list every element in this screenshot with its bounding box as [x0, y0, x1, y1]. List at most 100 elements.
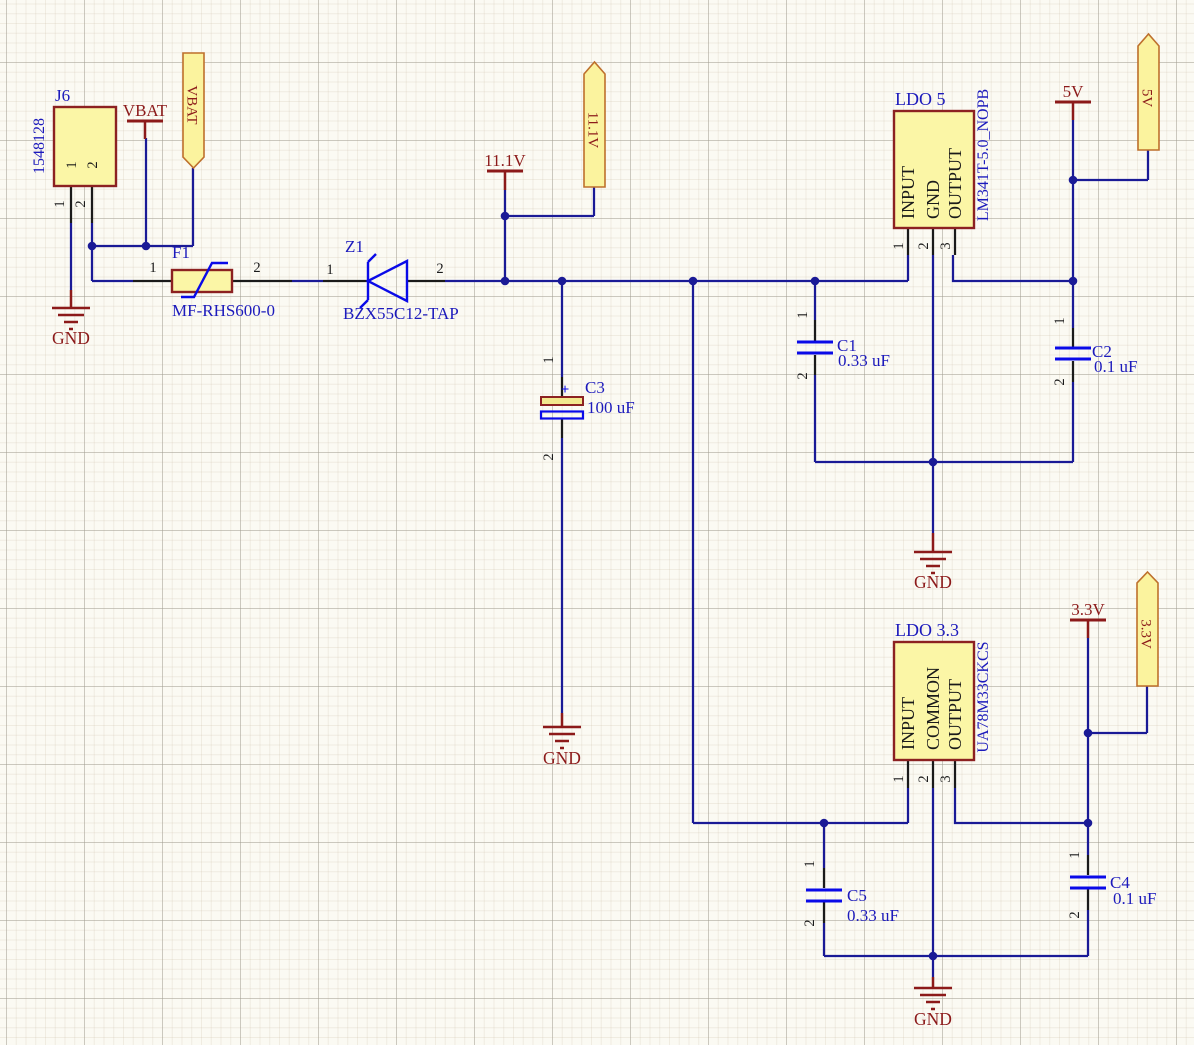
power-flag-vbat[interactable]: VBAT: [182, 52, 205, 170]
z1-designator: Z1: [345, 237, 364, 256]
z1-pin1-label: 1: [326, 262, 333, 278]
ldo5-pin-input: INPUT: [898, 166, 918, 219]
ldo33-pin-output: OUTPUT: [945, 679, 965, 750]
f1-designator: F1: [172, 243, 190, 262]
capacitor-c4[interactable]: C4 0.1 uF 1 2: [1067, 851, 1156, 918]
c4-pin2-label: 2: [1067, 911, 1083, 918]
gnd-c3-label: GND: [543, 748, 581, 768]
c5-plates: [806, 888, 842, 903]
c3-pin1-label: 1: [541, 356, 557, 363]
power-port-stubs: [69, 102, 1090, 988]
ldo5-pin-output: OUTPUT: [945, 148, 965, 219]
gnd-j6-label: GND: [52, 328, 90, 348]
capacitor-c3[interactable]: + C3 100 uF 1 2: [539, 356, 635, 461]
vbat-flag-shape: [182, 52, 205, 170]
v3v3-flag-shape: [1136, 570, 1159, 687]
c3-designator: C3: [585, 378, 605, 397]
wire-gnd-net[interactable]: [69, 223, 1090, 977]
power-flag-11v1[interactable]: 11.1V: [583, 60, 606, 188]
ldo33-pin2-label: 2: [916, 775, 932, 782]
fuse-f1[interactable]: F1 MF-RHS600-0 1 2: [149, 243, 275, 320]
pin-stubs: [69, 186, 1090, 923]
power-port-vbat[interactable]: VBAT: [123, 101, 168, 123]
j6-pad2-label: 2: [73, 200, 89, 207]
gnd-ldo5-label: GND: [914, 572, 952, 592]
c1-pin1-label: 1: [795, 311, 811, 318]
wire-3v3-net[interactable]: [953, 638, 1149, 855]
j6-pad1-label: 1: [52, 200, 68, 207]
ldo5-pin-gnd: GND: [923, 180, 943, 219]
f1-thermistor-strike: [181, 261, 228, 299]
c4-plates: [1070, 875, 1106, 890]
c5-designator: C5: [847, 886, 867, 905]
regulator-ldo5[interactable]: LDO 5 LM341T-5.0_NOPB INPUT GND OUTPUT 1…: [891, 89, 992, 250]
power-flag-3v3[interactable]: 3.3V: [1136, 570, 1159, 687]
ldo5-body[interactable]: [892, 109, 976, 230]
power-port-11v1[interactable]: 11.1V: [484, 151, 526, 173]
gnd-c3-bars: [543, 725, 581, 750]
c5-pin1-label: 1: [802, 860, 818, 867]
c4-designator: C4: [1110, 873, 1130, 892]
gnd-j6-bars: [52, 306, 90, 331]
c5-value: 0.33 uF: [847, 906, 899, 925]
wire-11v1-net[interactable]: [445, 187, 910, 868]
ldo5-pin1-label: 1: [891, 242, 907, 249]
power-flag-5v[interactable]: 5V: [1137, 32, 1160, 151]
ldo33-part-number: UA78M33CKCS: [975, 641, 992, 752]
c3-pin2-label: 2: [541, 453, 557, 460]
v11-flag-label: 11.1V: [585, 112, 601, 149]
c2-pin1-label: 1: [1052, 317, 1068, 324]
gnd-symbol-c3[interactable]: GND: [543, 725, 581, 768]
z1-part-number: BZX55C12-TAP: [343, 304, 459, 323]
ldo33-pin1-label: 1: [891, 775, 907, 782]
c3-plus-sign: +: [561, 382, 570, 398]
c3-positive-plate: [540, 396, 584, 406]
f1-pin1-label: 1: [149, 260, 156, 276]
gnd-symbol-ldo33[interactable]: GND: [914, 986, 952, 1029]
ldo33-pin-input: INPUT: [898, 697, 918, 750]
ldo5-designator: LDO 5: [895, 89, 946, 109]
j6-body[interactable]: [52, 105, 118, 188]
diode-z1[interactable]: Z1 BZX55C12-TAP 1 2: [326, 237, 458, 323]
capacitor-c5[interactable]: C5 0.33 uF 1 2: [802, 860, 899, 926]
connector-j6[interactable]: J6 1548128 1 2 1 2: [31, 86, 118, 208]
capacitor-c2[interactable]: C2 0.1 uF 1 2: [1052, 317, 1137, 385]
v5-flag-label: 5V: [1139, 89, 1155, 108]
gnd-ldo5-bars: [914, 550, 952, 575]
j6-part-number: 1548128: [31, 118, 48, 174]
v5-flag-shape: [1137, 32, 1160, 151]
c1-value: 0.33 uF: [838, 351, 890, 370]
wire-5v-net[interactable]: [951, 120, 1150, 328]
f1-pin2-label: 2: [253, 260, 260, 276]
power-port-5v[interactable]: 5V: [1055, 82, 1091, 104]
c1-plates: [797, 340, 833, 355]
c2-pin2-label: 2: [1052, 378, 1068, 385]
f1-part-number: MF-RHS600-0: [172, 301, 275, 320]
vbat-bar-label: VBAT: [123, 101, 168, 120]
c4-value: 0.1 uF: [1113, 889, 1156, 908]
ldo33-body[interactable]: [892, 640, 976, 762]
ldo33-designator: LDO 3.3: [895, 620, 959, 640]
c4-pin1-label: 1: [1067, 851, 1083, 858]
j6-pin1-name: 1: [64, 161, 80, 168]
v5-bar-label: 5V: [1063, 82, 1085, 101]
gnd-symbol-j6[interactable]: GND: [52, 306, 90, 348]
v3v3-bar-label: 3.3V: [1071, 600, 1105, 619]
gnd-symbol-ldo5[interactable]: GND: [914, 550, 952, 592]
regulator-ldo33[interactable]: LDO 3.3 UA78M33CKCS INPUT COMMON OUTPUT …: [891, 620, 992, 783]
z1-pin2-label: 2: [436, 261, 443, 277]
capacitor-c1[interactable]: C1 0.33 uF 1 2: [795, 311, 890, 379]
ldo33-pin-common: COMMON: [923, 667, 943, 750]
ldo33-pin3-label: 3: [938, 775, 954, 782]
gnd-ldo33-label: GND: [914, 1009, 952, 1029]
j6-pin2-name: 2: [85, 161, 101, 168]
junction-dots: [87, 175, 1093, 961]
gnd-ldo33-bars: [914, 986, 952, 1011]
c2-plates: [1055, 346, 1091, 361]
ldo5-part-number: LM341T-5.0_NOPB: [975, 89, 992, 221]
ldo5-pin3-label: 3: [938, 242, 954, 249]
power-port-3v3[interactable]: 3.3V: [1070, 600, 1106, 622]
c3-value: 100 uF: [587, 398, 635, 417]
